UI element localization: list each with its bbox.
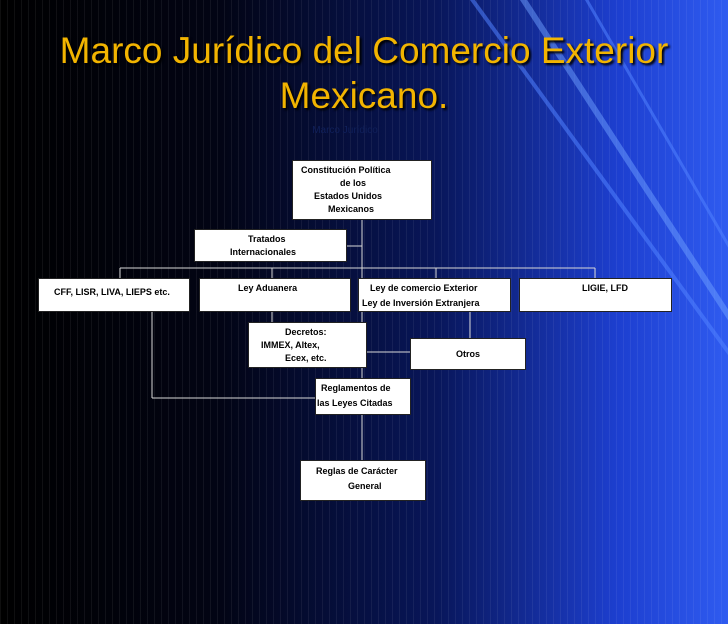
node-line: Reglamentos de <box>321 383 391 393</box>
node-line: Reglas de Carácter <box>316 466 398 476</box>
connector-lines <box>119 220 596 460</box>
node-otros: Otros <box>410 338 526 370</box>
node-line: Ley de comercio Exterior <box>370 283 478 293</box>
node-line: Ley de Inversión Extranjera <box>362 298 480 308</box>
node-line: Constitución Política <box>301 165 391 175</box>
node-line: Ley Aduanera <box>238 283 298 293</box>
node-line: Internacionales <box>230 247 297 257</box>
node-line: Tratados <box>248 234 286 244</box>
node-line: IMMEX, Altex, <box>261 340 320 350</box>
diagram-subtitle: Marco Jurídico <box>312 125 378 136</box>
title-line-1: Marco Jurídico del Comercio Exterior <box>59 30 669 71</box>
node-line: de los <box>340 178 367 188</box>
node-reglas: Reglas de Carácter General <box>300 460 426 501</box>
node-ley-comercio: Ley de comercio Exterior Ley de Inversió… <box>358 278 511 312</box>
node-line: Otros <box>456 349 481 359</box>
slide-title: Marco Jurídico del Comercio Exterior Mex… <box>20 28 708 118</box>
node-line: Decretos: <box>285 327 327 337</box>
node-line: las Leyes Citadas <box>317 398 393 408</box>
node-line: CFF, LISR, LIVA, LIEPS etc. <box>54 287 170 297</box>
node-line: Mexicanos <box>328 204 375 214</box>
node-line: Ecex, etc. <box>285 353 327 363</box>
title-line-2: Mexicano. <box>279 75 449 116</box>
node-ligie: LIGIE, LFD <box>519 278 672 312</box>
node-reglamentos: Reglamentos de las Leyes Citadas <box>315 378 411 415</box>
node-line: Estados Unidos <box>314 191 383 201</box>
node-decretos: Decretos: IMMEX, Altex, Ecex, etc. <box>248 322 367 368</box>
node-cff: CFF, LISR, LIVA, LIEPS etc. <box>38 278 190 312</box>
node-line: General <box>348 481 382 491</box>
node-line: LIGIE, LFD <box>582 283 628 293</box>
node-ley-aduanera: Ley Aduanera <box>199 278 351 312</box>
node-tratados: Tratados Internacionales <box>194 229 347 262</box>
node-constitucion: Constitución Política de los Estados Uni… <box>292 160 432 220</box>
